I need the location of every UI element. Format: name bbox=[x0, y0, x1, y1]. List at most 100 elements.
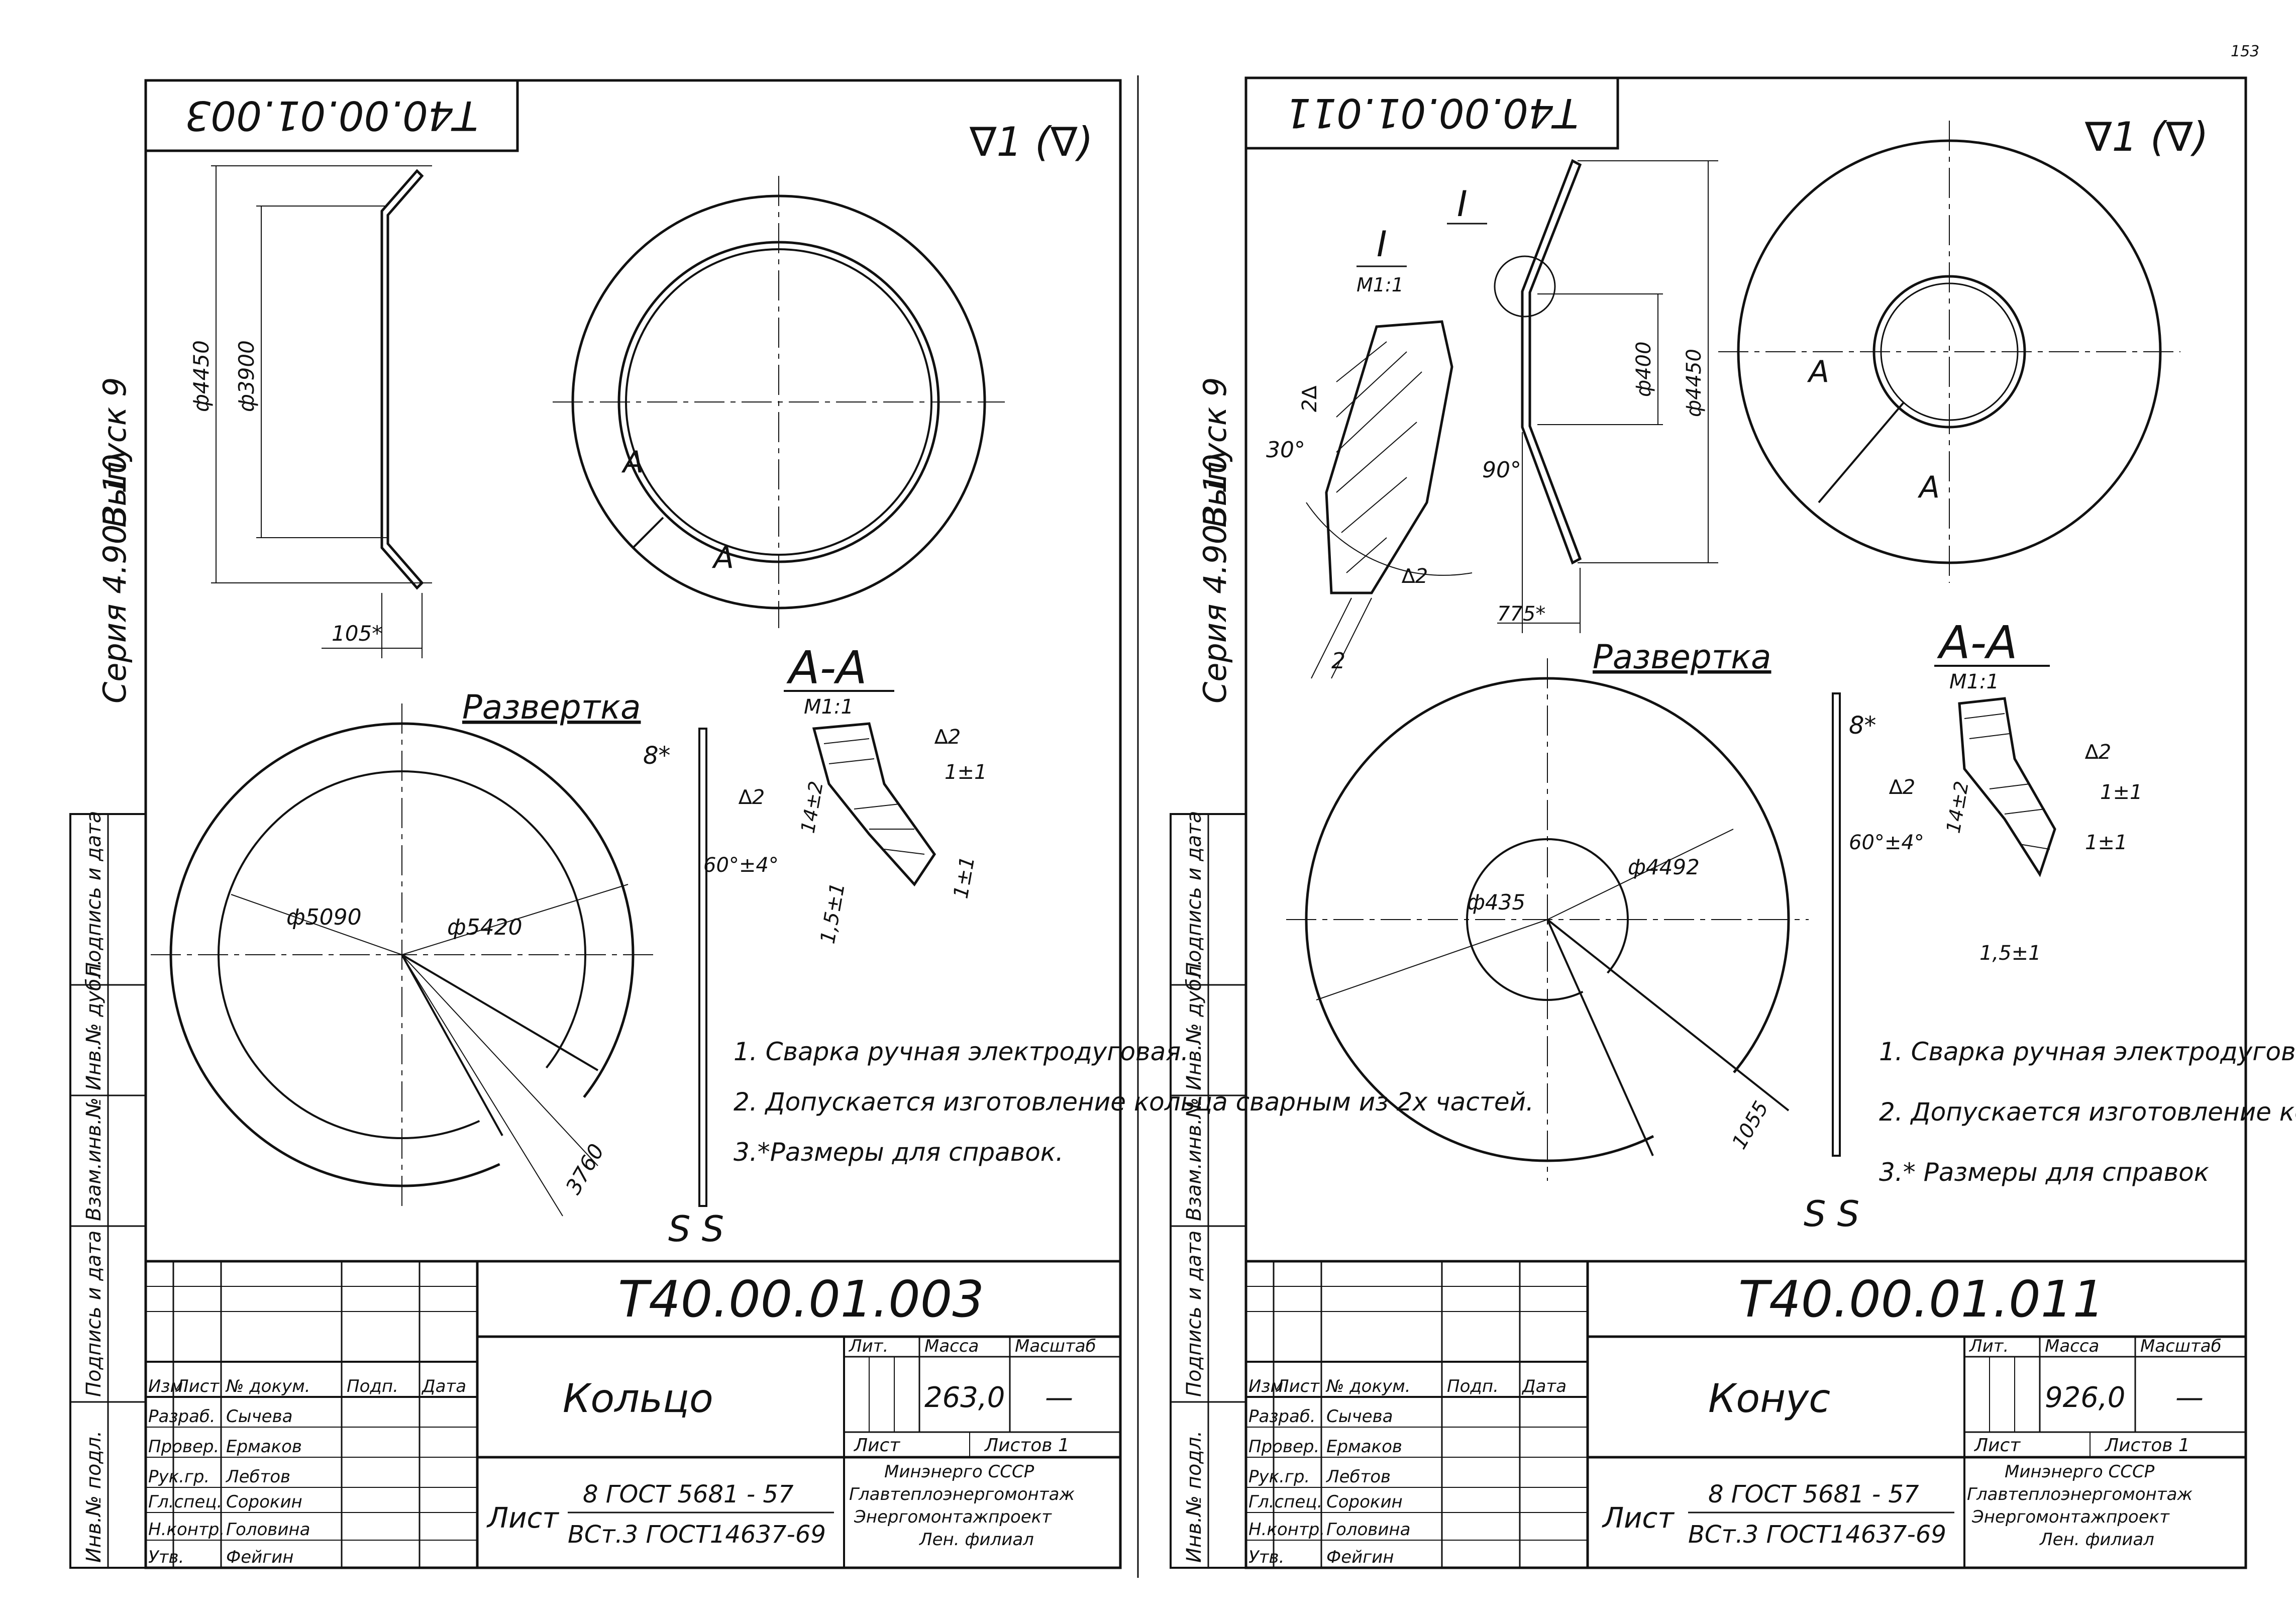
tb-code: Т40.00.01.011 bbox=[1738, 1270, 2105, 1329]
code-box bbox=[1244, 76, 1619, 150]
notes: 1. Сварка ручная электродуговая. 2. Допу… bbox=[1879, 1037, 2296, 1187]
dim-thickness: 8* bbox=[643, 742, 671, 770]
tb-org-4: Лен. филиал bbox=[2039, 1530, 2154, 1550]
role-3: Рук.гр. bbox=[148, 1467, 210, 1487]
dim-inner: ф3900 bbox=[234, 340, 259, 412]
section-leg: 14±2 bbox=[797, 779, 827, 835]
top-view: А А bbox=[1718, 121, 2180, 583]
side-label-5: Инв.№ подл. bbox=[82, 1431, 106, 1563]
role-5: Н.контр. bbox=[148, 1520, 225, 1540]
side-view: I ф400 ф4450 775* bbox=[1447, 159, 1718, 633]
name-1: Сычева bbox=[1326, 1406, 1393, 1427]
detail-callout: I bbox=[1457, 183, 1468, 225]
tb-mass-label: Масса bbox=[2045, 1336, 2099, 1356]
tb-scale-label: Масштаб bbox=[1015, 1336, 1096, 1356]
name-6: Фейгин bbox=[1326, 1547, 1394, 1567]
tb-mass: 263,0 bbox=[924, 1381, 1005, 1414]
tb-material-top: 8 ГОСТ 5681 - 57 bbox=[1708, 1480, 1919, 1508]
note-3: 3.* Размеры для справок bbox=[1879, 1158, 2209, 1187]
tb-code: Т40.00.01.003 bbox=[618, 1270, 984, 1329]
role-3: Рук.гр. bbox=[1248, 1467, 1310, 1487]
thickness-strip: 8* S S bbox=[1804, 692, 1876, 1235]
section-aa: А-А М1:1 ∆2 ∆2 1±1 60°±4° 14±2 1,5±1 1±1 bbox=[1849, 617, 2142, 965]
role-4: Гл.спец. bbox=[1248, 1492, 1322, 1512]
section-angle: 60°±4° bbox=[1849, 831, 1924, 854]
tb-lit-label: Лит. bbox=[1968, 1336, 2009, 1356]
code-box bbox=[144, 79, 519, 152]
svg-text:S S: S S bbox=[668, 1208, 724, 1250]
section-weld1: ∆2 bbox=[1889, 776, 1915, 799]
hdr-doc: № докум. bbox=[1325, 1376, 1411, 1396]
section-scale: М1:1 bbox=[804, 695, 854, 719]
roughness-mark: ∇1 (∇) bbox=[969, 119, 1093, 165]
side-label-4: Подпись и дата bbox=[1183, 1231, 1206, 1397]
tb-mass: 926,0 bbox=[2045, 1381, 2125, 1414]
role-2: Провер. bbox=[1248, 1437, 1319, 1457]
name-2: Ермаков bbox=[226, 1437, 302, 1457]
tb-sheets-label: Листов 1 bbox=[984, 1435, 1070, 1456]
role-5: Н.контр. bbox=[1248, 1520, 1325, 1540]
side-view: ф4450 ф3900 105* bbox=[189, 165, 432, 658]
side-label-3: Взам.инв.№ bbox=[1183, 1097, 1206, 1221]
side-label-1: Подпись и дата bbox=[82, 811, 106, 977]
hdr-sign: Подп. bbox=[347, 1376, 398, 1396]
tb-material-prefix: Лист bbox=[1602, 1502, 1675, 1535]
name-4: Сорокин bbox=[1326, 1492, 1403, 1512]
dim-dev-inner: ф5090 bbox=[286, 904, 362, 930]
section-angle: 60°±4° bbox=[703, 854, 779, 877]
role-1: Разраб. bbox=[148, 1406, 216, 1427]
role-4: Гл.спец. bbox=[148, 1492, 222, 1512]
name-3: Лебтов bbox=[1325, 1467, 1391, 1487]
tb-lit-label: Лит. bbox=[848, 1336, 888, 1356]
series-label: Серия 4.903-10 bbox=[1197, 454, 1233, 703]
tb-org-2: Главтеплоэнергомонтаж bbox=[1967, 1484, 2193, 1504]
hdr-izm: Изм. bbox=[148, 1376, 188, 1396]
side-label-5: Инв.№ подл. bbox=[1183, 1431, 1206, 1563]
tb-org-1: Минэнерго СССР bbox=[884, 1462, 1034, 1482]
name-5: Головина bbox=[226, 1520, 310, 1540]
name-1: Сычева bbox=[226, 1406, 292, 1427]
development-title: Развертка bbox=[462, 688, 641, 727]
role-6: Утв. bbox=[148, 1547, 184, 1567]
hdr-date: Дата bbox=[421, 1376, 466, 1396]
note-1: 1. Сварка ручная электродуговая. bbox=[1879, 1037, 2296, 1066]
development-title: Развертка bbox=[1593, 638, 1771, 676]
detail-weld1: 2∆ bbox=[1298, 386, 1321, 412]
section-title: А-А bbox=[786, 642, 867, 694]
series-label: Серия 4.903-10 bbox=[96, 454, 133, 703]
hdr-list: Лист bbox=[1275, 1376, 1320, 1396]
hdr-izm: Изм. bbox=[1248, 1376, 1289, 1396]
top-view: А А bbox=[553, 176, 1005, 628]
svg-text:S S: S S bbox=[1804, 1193, 1859, 1235]
section-bead: 1,5±1 bbox=[1979, 942, 2041, 965]
dim-outer: ф4450 bbox=[1683, 349, 1706, 417]
detail-view: I М1:1 30° 90° 2∆ ∆2 2 bbox=[1266, 224, 1521, 679]
tb-sheets-label: Листов 1 bbox=[2104, 1435, 2190, 1456]
tb-name: Кольцо bbox=[563, 1376, 713, 1422]
development-view: Развертка ф5090 ф5420 3760 bbox=[151, 688, 653, 1256]
detail-angle1: 30° bbox=[1266, 437, 1305, 463]
note-2: 2. Допускается изготовление конуса сварн… bbox=[1879, 1097, 2296, 1127]
title-block: Изм. Лист № докум. Подп. Дата Разраб. Сы… bbox=[1244, 1260, 2247, 1569]
section-weld1: ∆2 bbox=[738, 786, 765, 809]
page-number: 153 bbox=[2231, 43, 2259, 60]
cut-label-a2: А bbox=[1917, 470, 1940, 505]
tb-scale-label: Масштаб bbox=[2140, 1336, 2222, 1356]
notes: 1. Сварка ручная электродуговая. 2. Допу… bbox=[734, 1037, 1534, 1167]
detail-label: I bbox=[1377, 224, 1387, 265]
tb-scale: — bbox=[2175, 1381, 2204, 1414]
side-label-1: Подпись и дата bbox=[1183, 811, 1206, 977]
note-3: 3.*Размеры для справок. bbox=[734, 1138, 1064, 1167]
dim-dev-outer: ф4492 bbox=[1628, 855, 1700, 879]
tb-name: Конус bbox=[1708, 1376, 1830, 1422]
section-root: 1±1 bbox=[2085, 831, 2127, 854]
tb-org-4: Лен. филиал bbox=[918, 1530, 1034, 1550]
side-label-2: Инв.№ дубл. bbox=[82, 959, 106, 1090]
tb-material-bottom: ВСт.3 ГОСТ14637-69 bbox=[568, 1521, 826, 1549]
roughness-mark: ∇1 (∇) bbox=[2084, 114, 2209, 160]
tb-material-top: 8 ГОСТ 5681 - 57 bbox=[583, 1480, 794, 1508]
tb-sheet-label: Лист bbox=[853, 1435, 900, 1456]
name-4: Сорокин bbox=[226, 1492, 302, 1512]
section-gap: 1±1 bbox=[945, 761, 987, 784]
